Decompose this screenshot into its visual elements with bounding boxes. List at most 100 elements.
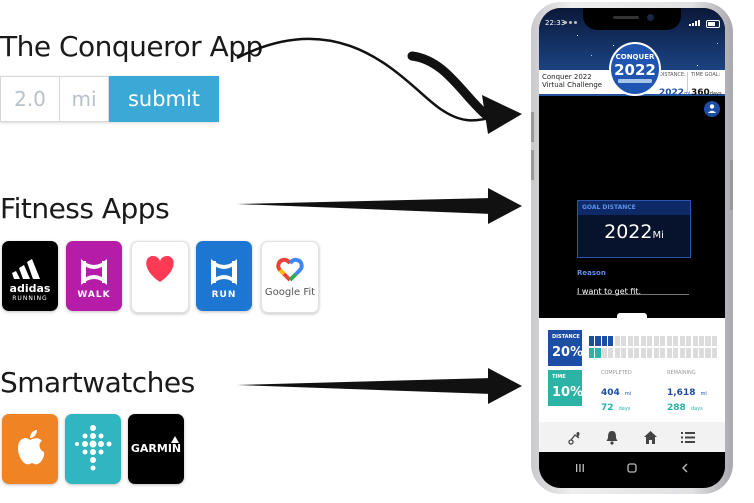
progress-segment — [595, 348, 601, 358]
progress-panel: DISTANCE 20% TIME 10% COMPLETED 404 mi 7… — [539, 313, 725, 422]
progress-segment — [686, 348, 692, 358]
progress-segment — [621, 348, 627, 358]
arrows-graphic — [236, 37, 522, 404]
progress-segment — [679, 348, 685, 358]
ua-run-icon: RUN — [196, 241, 252, 311]
progress-segment — [595, 336, 601, 346]
app-tab-bar — [539, 422, 725, 452]
progress-segment — [705, 336, 711, 346]
back-icon[interactable] — [679, 462, 691, 474]
progress-segment — [627, 336, 633, 346]
progress-segment — [705, 348, 711, 358]
progress-segment — [686, 336, 692, 346]
progress-segment — [692, 348, 698, 358]
progress-segment — [679, 336, 685, 346]
progress-segment — [660, 348, 666, 358]
arrow-curve-icon — [236, 37, 503, 122]
progress-segment — [627, 348, 633, 358]
distance-label: DISTANCE: — [659, 72, 686, 78]
arrowhead-icon — [488, 188, 522, 224]
distance-segment-bar — [589, 336, 717, 346]
progress-segment — [634, 336, 640, 346]
progress-segment — [660, 336, 666, 346]
progress-segment — [621, 336, 627, 346]
progress-segment — [692, 336, 698, 346]
arrow-straight-icon — [237, 378, 492, 394]
tab-route-icon[interactable] — [567, 430, 583, 446]
status-indicators — [563, 19, 587, 26]
progress-segment — [640, 348, 646, 358]
remaining-distance: 1,618 mi — [667, 388, 707, 398]
progress-segment — [608, 348, 614, 358]
distance-progress-tile: DISTANCE 20% — [548, 330, 583, 366]
phone-side-button — [531, 112, 534, 142]
progress-segment — [589, 336, 595, 346]
smartwatches-title: Smartwatches — [0, 366, 195, 399]
progress-segment — [647, 336, 653, 346]
phone-screen: 22:33 CONQUER 2022 Conquer 2022 Virtual … — [539, 8, 725, 488]
submit-button[interactable]: submit — [109, 76, 219, 122]
goal-distance-card: GOAL DISTANCE 2022Mi — [577, 200, 691, 258]
reason-label: Reason — [577, 269, 606, 277]
time-progress-tile: TIME 10% — [548, 370, 583, 406]
tab-home-icon[interactable] — [643, 430, 658, 445]
badge-ribbon — [618, 79, 652, 83]
time-segment-bar — [589, 348, 717, 358]
status-time: 22:33 — [545, 19, 566, 27]
sheet-handle[interactable] — [617, 313, 647, 319]
home-system-icon[interactable] — [626, 462, 638, 474]
challenge-name: Conquer 2022 Virtual Challenge — [542, 73, 603, 89]
unit-field[interactable]: mi — [60, 76, 109, 122]
speaker-grille — [613, 16, 639, 19]
progress-segment — [711, 336, 717, 346]
progress-segment — [666, 348, 672, 358]
completed-time: 72 days — [601, 403, 631, 413]
progress-segment — [640, 336, 646, 346]
progress-segment — [698, 348, 705, 358]
distance-value: 2022mi — [659, 88, 691, 98]
arrowhead-icon — [482, 95, 522, 134]
tab-menu-icon[interactable] — [681, 431, 695, 444]
goal-distance-label: GOAL DISTANCE — [582, 204, 636, 211]
time-goal-value: 360days — [691, 88, 722, 98]
arrow-straight-icon — [237, 198, 492, 214]
progress-segment — [653, 348, 659, 358]
progress-segment — [666, 336, 672, 346]
fitness-apps-title: Fitness Apps — [0, 192, 170, 225]
challenge-badge: CONQUER 2022 — [609, 42, 661, 96]
progress-segment — [614, 336, 620, 346]
phone-side-button — [531, 150, 534, 180]
progress-segment — [673, 348, 679, 358]
conqueror-app-title: The Conqueror App — [0, 30, 263, 63]
progress-segment — [601, 336, 607, 346]
distance-submit-form: 2.0 mi submit — [0, 76, 219, 122]
distance-input[interactable]: 2.0 — [0, 76, 60, 122]
system-nav-bar — [539, 452, 725, 488]
tab-notifications-icon[interactable] — [605, 430, 619, 445]
person-icon — [708, 104, 716, 113]
reason-field[interactable]: I want to get fit. — [577, 280, 689, 296]
phone-notch — [583, 8, 681, 30]
fitbit-icon — [65, 414, 121, 484]
remaining-label: REMAINING — [667, 370, 696, 376]
progress-segment — [601, 348, 607, 358]
signal-icon — [689, 20, 703, 26]
progress-segment — [589, 348, 595, 358]
goal-distance-value[interactable]: 2022Mi — [604, 221, 664, 243]
progress-segment — [608, 336, 614, 346]
google-fit-icon: Google Fit — [261, 241, 319, 313]
apple-health-icon — [131, 241, 189, 313]
remaining-time: 288 days — [667, 403, 703, 413]
phone-side-button — [730, 160, 733, 210]
battery-icon — [706, 20, 720, 28]
info-divider — [687, 72, 688, 92]
progress-segment — [647, 348, 653, 358]
garmin-icon: GARMIN — [128, 414, 184, 484]
completed-label: COMPLETED — [601, 370, 632, 376]
front-camera — [647, 14, 654, 21]
apple-watch-icon — [2, 414, 58, 484]
recent-apps-icon[interactable] — [574, 462, 586, 474]
progress-segment — [634, 348, 640, 358]
time-goal-label: TIME GOAL: — [691, 72, 721, 78]
profile-button[interactable] — [704, 101, 720, 117]
